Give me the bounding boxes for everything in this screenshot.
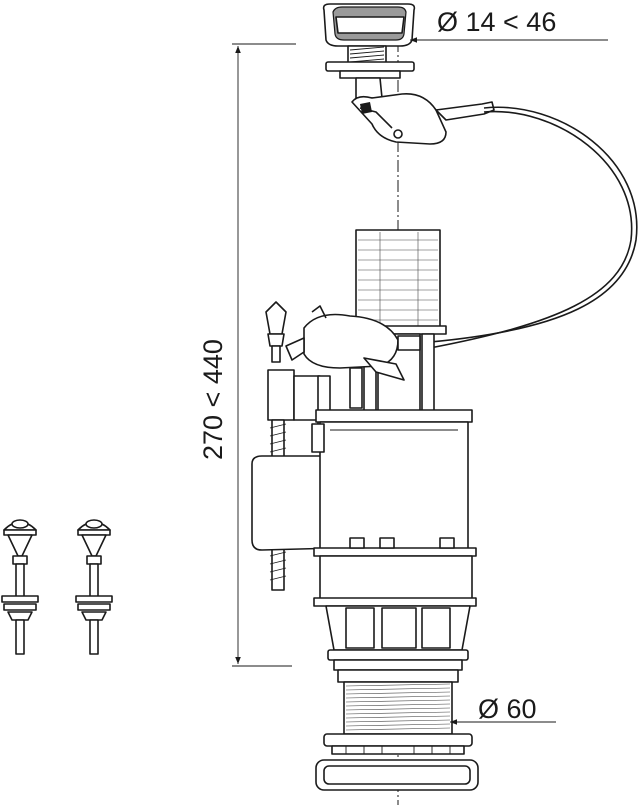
button-diameter-label: Ø 14 < 46: [437, 7, 556, 37]
outlet-diameter-callout: Ø 60: [450, 694, 556, 725]
outlet-diameter-label: Ø 60: [478, 694, 537, 724]
height-dimension: 270 < 440: [198, 43, 296, 667]
fixing-bolt-right: [75, 519, 113, 655]
height-range-label: 270 < 440: [198, 339, 228, 460]
valve-cage: [325, 605, 471, 683]
valve-body: [311, 409, 477, 607]
cable-lever: [351, 93, 495, 145]
bowden-cable: [429, 106, 638, 349]
fixing-bolt-left: [1, 519, 39, 655]
push-button: [322, 3, 416, 99]
button-diameter-callout: Ø 14 < 46: [410, 7, 608, 43]
threaded-outlet: [315, 681, 479, 791]
